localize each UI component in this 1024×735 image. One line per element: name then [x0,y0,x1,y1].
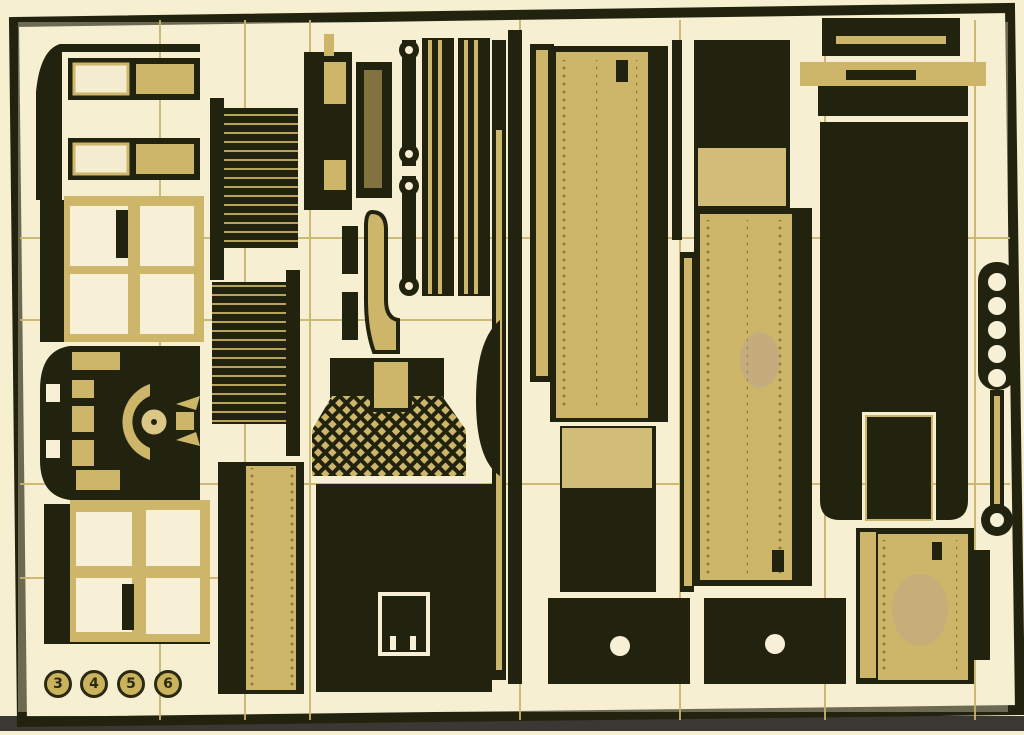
roof-plate-large [820,122,968,521]
window-frame-middle [68,138,200,180]
cab-front-spectacle [40,346,200,500]
tank-side-right [680,40,812,592]
tank-side-left [530,44,668,592]
cab-side-upper [40,196,204,342]
mesh-plate [312,358,466,476]
brackets [304,34,400,354]
ladder-rail [978,262,1016,536]
grille-upper [210,108,298,248]
riveted-door [856,528,990,684]
curved-side-piece [476,320,500,476]
floor-plate [316,484,492,692]
part-number-tab: 3 [44,670,72,698]
part-number-tab: 6 [154,670,182,698]
cab-side-lower [44,500,210,644]
center-spine [508,30,522,684]
coupling-links [399,40,419,296]
top-fitting [800,18,986,116]
fret-frame [8,2,1024,728]
grille-lower [212,282,300,424]
window-frame-top [68,58,200,100]
part-number-tab: 4 [80,670,108,698]
part-number-tab: 5 [117,670,145,698]
roof-strip [36,44,200,200]
end-plates [548,598,846,684]
